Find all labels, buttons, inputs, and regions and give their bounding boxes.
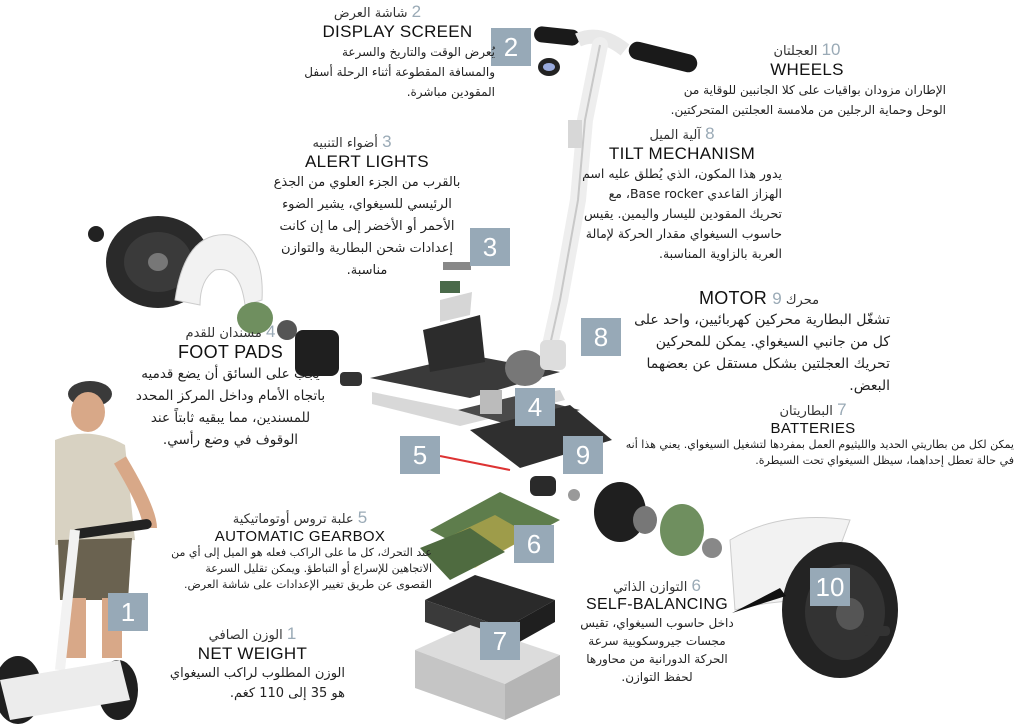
badge-3: 3	[470, 228, 510, 266]
badge-9: 9	[563, 436, 603, 474]
badge-8: 8	[581, 318, 621, 356]
text-foot-pads: يجب على السائق أن يضع قدميه باتجاه الأما…	[135, 366, 326, 448]
label-motor: MOTOR محرك 9 تشغّل البطارية محركين كهربا…	[628, 288, 890, 397]
label-foot-pads: 4 مسندان للقدم FOOT PADS يجب على السائق …	[128, 322, 333, 451]
title-batteries: BATTERIES	[770, 420, 856, 437]
title-foot-pads: FOOT PADS	[177, 342, 284, 362]
title-motor: MOTOR	[698, 288, 768, 308]
badge-10: 10	[810, 568, 850, 606]
label-tilt-mechanism: 8 آلية الميل TILT MECHANISM يدور هذا الم…	[582, 124, 782, 264]
text-motor: تشغّل البطارية محركين كهربائيين، واحد عل…	[634, 312, 890, 394]
badge-7: 7	[480, 622, 520, 660]
motor-gearbox	[530, 476, 851, 611]
title-self-balancing: SELF-BALANCING	[585, 596, 728, 613]
left-wheel	[88, 216, 362, 386]
text-batteries: يمكن لكل من بطاريتي الحديد والليثيوم الع…	[625, 438, 1014, 467]
chassis	[370, 262, 612, 471]
badge-2: 2	[491, 28, 531, 66]
badge-6: 6	[514, 525, 554, 563]
badge-5: 5	[400, 436, 440, 474]
title-net-weight: NET WEIGHT	[197, 644, 308, 663]
title-alert-lights: ALERT LIGHTS	[305, 152, 429, 171]
right-wheel	[782, 542, 898, 678]
text-tilt-mechanism: يدور هذا المكون، الذي يُطلق عليه اسم اله…	[582, 166, 782, 261]
label-net-weight: 1 الوزن الصافي NET WEIGHT الوزن المطلوب …	[160, 624, 345, 704]
pointer-arrow	[732, 588, 786, 613]
rider	[0, 381, 157, 724]
title-wheels: WHEELS	[770, 60, 844, 79]
text-net-weight: الوزن المطلوب لراكب السيغواي هو 35 إلى 1…	[169, 666, 345, 701]
title-display-screen: DISPLAY SCREEN	[322, 22, 473, 41]
label-batteries: 7 البطاريتان BATTERIES يمكن لكل من بطاري…	[612, 400, 1014, 469]
badge-4: 4	[515, 388, 555, 426]
title-tilt-mechanism: TILT MECHANISM	[608, 144, 756, 163]
text-self-balancing: داخل حاسوب السيغواي، تقيس مجسات جيروسكوب…	[580, 616, 734, 684]
circuit-boards	[420, 492, 560, 580]
text-alert-lights: بالقرب من الجزء العلوي من الجذع الرئيسي …	[273, 175, 461, 278]
text-automatic-gearbox: عند التحرك، كل ما على الراكب فعله هو الم…	[171, 546, 432, 591]
label-display-screen: 2 شاشة العرض DISPLAY SCREEN يُعرض الوقت …	[300, 2, 495, 102]
text-wheels: الإطاران مزودان بواقيات على كلا الجانبين…	[670, 83, 946, 117]
badge-1: 1	[108, 593, 148, 631]
label-automatic-gearbox: 5 علبة تروس أوتوماتيكية AUTOMATIC GEARBO…	[168, 508, 432, 593]
handlebar-stem	[534, 26, 698, 353]
label-alert-lights: 3 أضواء التنبيه ALERT LIGHTS بالقرب من ا…	[272, 132, 462, 282]
label-self-balancing: 6 التوازن الذاتي SELF-BALANCING داخل حاس…	[578, 576, 736, 686]
title-automatic-gearbox: AUTOMATIC GEARBOX	[214, 528, 386, 545]
text-display-screen: يُعرض الوقت والتاريخ والسرعة والمسافة ال…	[304, 45, 495, 99]
label-wheels: 10 العجلتان WHEELS الإطاران مزودان بواقي…	[668, 40, 946, 120]
